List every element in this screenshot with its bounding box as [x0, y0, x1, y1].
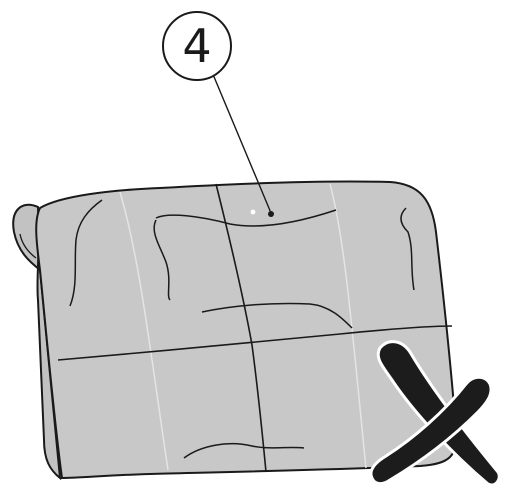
horizontal-seam	[57, 325, 453, 361]
highlight-dot	[250, 209, 256, 215]
callout-leader-line	[211, 71, 272, 214]
vertical-seam	[215, 183, 267, 473]
wrinkle-line-1	[69, 199, 103, 307]
seam-highlight-2	[329, 183, 367, 469]
callout-number: 4	[182, 19, 211, 73]
callout-anchor-dot	[268, 211, 274, 217]
cushion-left-bolster	[12, 203, 62, 481]
wrinkle-line-6	[183, 442, 305, 459]
x-stroke-2	[369, 375, 493, 486]
wrinkle-line-3	[153, 219, 171, 301]
backrest-cushion	[12, 180, 458, 481]
callout: 4	[162, 11, 274, 217]
wrinkle-line-7	[19, 233, 37, 259]
wrinkle-line-4	[201, 302, 353, 329]
wrinkle-line-2	[155, 209, 337, 227]
callout-circle-icon	[162, 11, 232, 81]
seam-highlight-1	[119, 191, 169, 471]
wrinkle-line-5	[400, 207, 415, 291]
x-mark-icon	[369, 340, 501, 487]
